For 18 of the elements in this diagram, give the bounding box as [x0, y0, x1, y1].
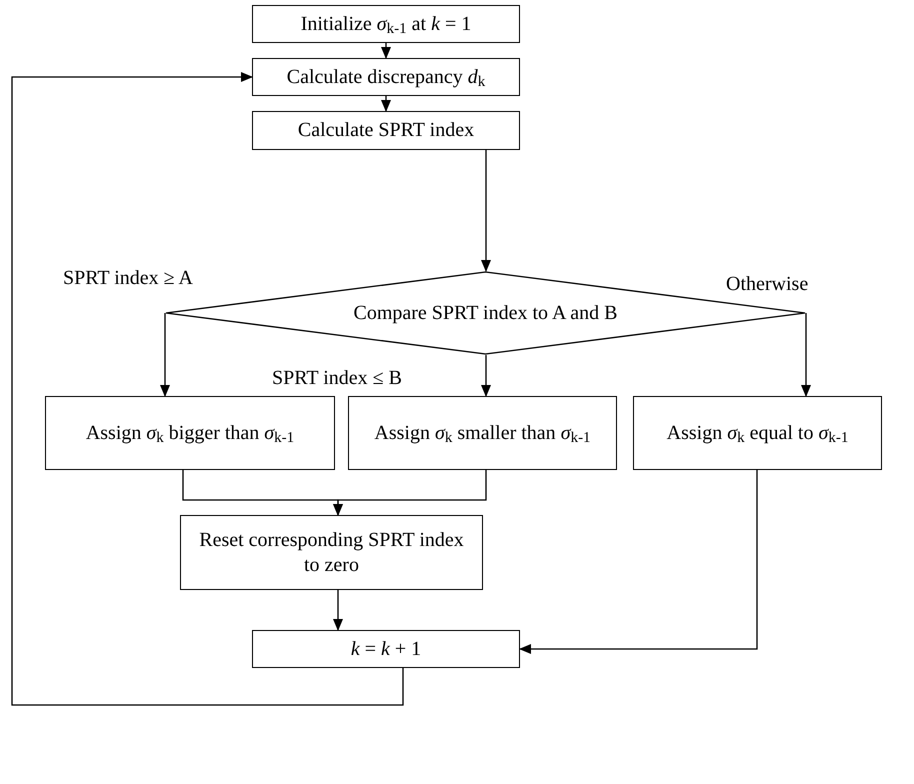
process-box: Initialize σ$_{k-1}$ at k = 1 [252, 5, 520, 43]
process-box: Reset corresponding SPRT index to zero [180, 515, 483, 590]
process-box: Assign σ$_{k}$ equal to σ$_{k-1}$ [633, 396, 882, 470]
arrow [481, 150, 491, 272]
arrow [160, 313, 170, 397]
arrow [519, 470, 758, 654]
process-box: k = k + 1 [252, 630, 520, 668]
arrow [481, 355, 491, 397]
arrow [333, 470, 487, 516]
arrow [381, 96, 391, 112]
arrow [333, 590, 343, 631]
process-box: Calculate SPRT index [252, 111, 520, 150]
process-box: Calculate discrepancy d$_{k}$ [252, 58, 520, 96]
process-box: Assign σ$_{k}$ smaller than σ$_{k-1}$ [348, 396, 617, 470]
arrow [381, 43, 391, 59]
arrow [11, 72, 404, 706]
arrow [801, 313, 811, 397]
process-box: Assign σ$_{k}$ bigger than σ$_{k-1}$ [45, 396, 335, 470]
